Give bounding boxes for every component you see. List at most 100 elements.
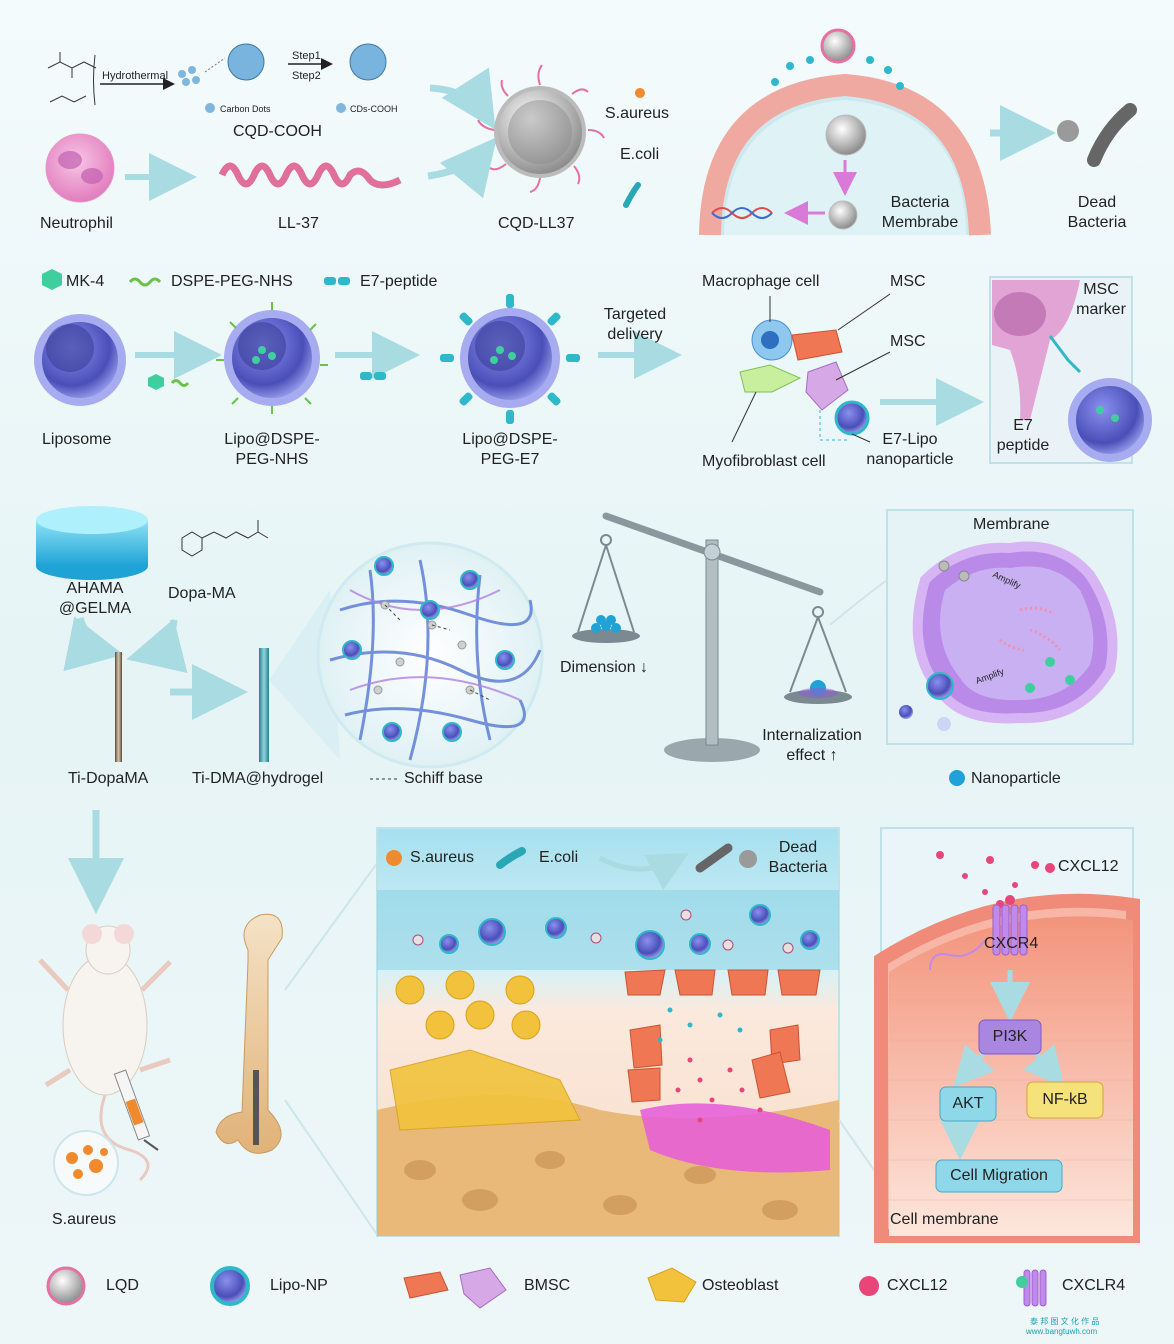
panel-dead-line2: Bacteria [768,859,828,876]
nanoparticle-label: Nanoparticle [971,770,1061,787]
internalization-line2: effect ↑ [786,747,838,764]
carbon-dot-cluster [178,66,200,86]
cxclr4-legend-icon [1023,1269,1047,1307]
legend-lipo-np: Lipo-NP [270,1277,328,1294]
lipo-nhs-label: Lipo@DSPE- PEG-NHS [212,430,332,470]
dimension-label: Dimension ↓ [560,659,649,676]
ahama-line1: AHAMA [66,580,124,597]
legend-dspe: DSPE-PEG-NHS [171,273,293,290]
cqd-dna [828,200,858,230]
legend-cxcl12: CXCL12 [887,1277,948,1294]
membrane-panel [886,509,1134,745]
ahama-gelma-label: AHAMA @GELMA [40,579,150,619]
schiff-base-label: Schiff base [404,770,483,787]
cell-membrane-label: Cell membrane [890,1211,999,1228]
mouse-s-aureus-label: S.aureus [52,1211,117,1228]
section3-graphics [36,506,1134,786]
section2-graphics [34,269,1152,464]
panel-dead-bacteria-label: Dead Bacteria [762,838,834,878]
macrophage-label: Macrophage cell [702,273,820,290]
msc-marker-line1: MSC [1083,281,1119,298]
bacteria-membrane-line1: Bacteria [890,194,950,211]
nfkb-box-bg [1026,1081,1104,1119]
internalization-line1: Internalization [762,727,862,744]
dopa-ma-structure [181,520,269,557]
bacteria-membrane-label: Bacteria Membrabe [870,193,970,233]
s-aureus-label: S.aureus [605,105,670,122]
dead-bacteria-line2: Bacteria [1067,214,1127,231]
e7-peptide-line1: E7 [1013,417,1033,434]
dspe-icon [128,277,162,287]
legend-mk4: MK-4 [66,273,105,290]
step1-label: Step1 [292,50,321,62]
e7-peptide-label: E7 peptide [990,416,1056,456]
panel-e-coli-icon [496,847,526,869]
lipo-e7-label: Lipo@DSPE- PEG-E7 [450,430,570,470]
targeted-line1: Targeted [603,306,667,323]
nanoparticle-legend-icon [949,770,965,786]
e7-peptide-line2: peptide [996,437,1050,454]
neutrophil-label: Neutrophil [40,215,113,232]
bracket [93,54,96,106]
e7-lipo-line1: E7-Lipo [882,431,938,448]
cqd-inside [825,114,867,156]
arrow-ll37-to-cqdll37 [427,137,497,199]
cqd-entering [820,28,856,64]
cds-cooh-legend-icon [336,103,346,113]
legend-lqd: LQD [106,1277,139,1294]
ahama-line2: @GELMA [58,600,132,617]
cell-migration-label: Cell Migration [950,1167,1048,1184]
legend-osteoblast: Osteoblast [702,1277,779,1294]
dead-bacteria-line1: Dead [1077,194,1117,211]
cxcl12-label: CXCL12 [1058,858,1119,875]
pi3k-label: PI3K [992,1028,1028,1045]
lqd-legend-icon [46,1266,86,1306]
lipo-np-legend-icon [210,1266,250,1306]
hydrogel-network [316,541,544,769]
dead-coccus [1057,120,1079,142]
step2-label: Step2 [292,70,321,82]
panel-e-coli-label: E.coli [539,849,579,866]
akt-label: AKT [952,1095,984,1112]
nfkb-label: NF-kB [1042,1091,1088,1108]
lipo-e7-particle [440,294,580,424]
signaling-panel [874,827,1140,1243]
msc-marker-label: MSC marker [1068,280,1134,320]
panel-s-aureus-icon [386,850,402,866]
panel-s-aureus-label: S.aureus [410,849,475,866]
msc-marker-line2: marker [1076,301,1126,318]
zoom-line [204,57,226,73]
lipo-e7-line1: Lipo@DSPE- [462,431,558,448]
targeted-line2: delivery [607,326,663,343]
syringe [113,1069,159,1151]
tissue-panel [376,827,840,1237]
internalization-label: Internalization effect ↑ [752,726,872,766]
carbon-dots-label: Carbon Dots [220,104,271,114]
liposome-label: Liposome [42,431,112,448]
lipo-e7-line2: PEG-E7 [480,451,540,468]
hydrothermal-label: Hydrothermal [102,70,169,82]
arrow-cqd-to-cqdll37 [429,67,496,130]
akt-box-bg [939,1086,997,1122]
targeted-delivery-label: Targeted delivery [590,305,680,345]
bacteria-membrane-line2: Membrabe [881,214,959,231]
s-aureus-bubble [53,1130,119,1196]
e7-lipo-label: E7-Lipo nanoparticle [860,430,960,470]
watermark-line2: www.bangtuwh.com [1026,1327,1098,1336]
ti-dopama-rod [115,652,122,762]
e-coli-icon [623,182,641,208]
bottom-legend-graphics [46,1266,1047,1309]
panel-dead-line1: Dead [778,839,818,856]
neutrophil-cell [45,133,115,203]
msc-label-1: MSC [890,273,926,290]
cqd-ll37-particle [477,64,605,193]
cxcr4-receptor [992,904,1028,956]
cell-cluster [731,293,891,443]
ti-dopama-label: Ti-DopaMA [68,770,149,787]
cds-cooh-large [349,43,387,81]
mouse-illustration [38,924,172,1182]
ll37-label: LL-37 [278,215,319,232]
section4-graphics [38,810,1140,1243]
